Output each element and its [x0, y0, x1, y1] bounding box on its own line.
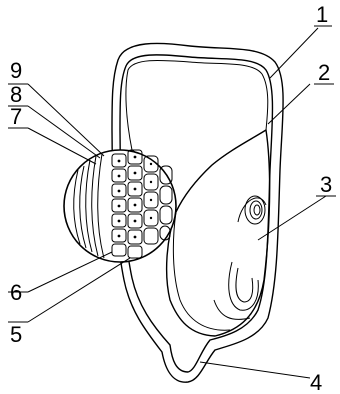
label-7: 7	[8, 104, 28, 129]
svg-text:5: 5	[10, 322, 22, 347]
svg-text:3: 3	[320, 172, 332, 197]
magnified-cell-layers	[64, 150, 176, 262]
svg-text:1: 1	[316, 2, 328, 27]
label-4: 4	[310, 370, 322, 394]
svg-text:7: 7	[10, 104, 22, 129]
svg-text:9: 9	[10, 58, 22, 83]
label-1: 1	[314, 2, 332, 27]
radicle	[214, 262, 258, 319]
svg-text:2: 2	[318, 60, 330, 85]
plumule	[238, 196, 266, 224]
label-6: 6	[8, 280, 28, 305]
label-9: 9	[8, 58, 28, 84]
svg-text:4: 4	[310, 370, 322, 394]
label-3: 3	[316, 172, 336, 197]
label-5: 5	[8, 322, 28, 347]
label-2: 2	[314, 60, 334, 85]
